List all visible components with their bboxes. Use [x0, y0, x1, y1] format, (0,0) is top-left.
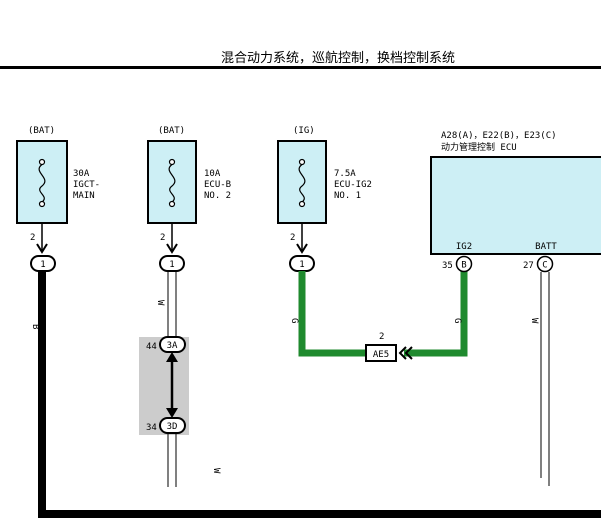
fuse-ecub-connector	[159, 255, 185, 272]
fuse-ecuig2-rating: 7.5A	[334, 169, 356, 179]
fuse-igct-main-symbol-icon	[38, 158, 46, 208]
wire-green-ecu-color: G	[452, 318, 462, 323]
fuse-ecub-name: ECU-B	[204, 180, 231, 190]
ecu-connector-c-label: C	[542, 261, 547, 271]
junction-connector-bottom	[159, 417, 186, 434]
wire-white-batt-color: W	[529, 318, 539, 324]
wire-black-main	[38, 271, 601, 518]
header-rule	[0, 66, 601, 69]
fuse-ecuig2-source: (IG)	[293, 126, 315, 136]
ecu-connector-b-label: B	[461, 261, 466, 271]
junction-pin-bottom: 34	[146, 423, 157, 433]
splice-connector	[365, 344, 397, 362]
fuse-ecuig2-name: ECU-IG2	[334, 180, 372, 190]
ecu-pin-batt: 27	[523, 261, 534, 271]
fuse-ecub-pin: 2	[160, 233, 165, 243]
fuse-igct-main-pin: 2	[30, 233, 35, 243]
fuse-igct-main-box	[16, 140, 68, 224]
junction-pin-top: 44	[146, 342, 157, 352]
splice-chevron-icon	[398, 346, 413, 360]
junction-connector-bottom-label: 3D	[167, 422, 178, 432]
splice-pin: 2	[379, 332, 384, 342]
wire-white-ecub	[167, 271, 177, 337]
fuse-ecub-rating: 10A	[204, 169, 221, 179]
fuse-ecub-name-2: NO. 2	[204, 191, 231, 201]
junction-connector-top	[159, 336, 186, 353]
splice-connector-label: AE5	[373, 350, 389, 360]
fuse-igct-main-connector-label: 1	[40, 260, 45, 270]
ecu-terminal-batt: BATT	[535, 242, 557, 252]
ecu-terminal-ig2: IG2	[456, 242, 472, 252]
ecu-connector-c	[536, 255, 554, 273]
ecu-connector-b	[455, 255, 473, 273]
wire-white-color: W	[155, 300, 165, 306]
ecu-box	[430, 156, 601, 255]
fuse-ecub-symbol-icon	[168, 158, 176, 208]
fuse-igct-main-name: IGCT-	[73, 180, 100, 190]
ecu-name: 动力管理控制 ECU	[441, 141, 517, 153]
ecu-pin-ig2: 35	[442, 261, 453, 271]
page-title: 混合动力系统，巡航控制，换档控制系统	[221, 50, 455, 66]
fuse-ecuig2-symbol-icon	[298, 158, 306, 208]
wire-green-ecu	[404, 271, 468, 357]
wire-black-color: B	[30, 324, 40, 329]
junction-connector-top-label: 3A	[167, 341, 178, 351]
fuse-igct-main-name-2: MAIN	[73, 191, 95, 201]
fuse-igct-main-source: (BAT)	[28, 126, 55, 136]
wire-white-batt	[540, 272, 550, 486]
wire-white-lower-color: W	[211, 468, 221, 474]
fuse-ecub-connector-label: 1	[169, 260, 174, 270]
fuse-ecuig2-connector-label: 1	[299, 260, 304, 270]
fuse-ecuig2-box	[277, 140, 327, 224]
fuse-ecuig2-name-2: NO. 1	[334, 191, 361, 201]
fuse-ecuig2-pin: 2	[290, 233, 295, 243]
fuse-igct-main-rating: 30A	[73, 169, 90, 179]
wire-green-ig2	[298, 271, 366, 357]
fuse-ecub-source: (BAT)	[158, 126, 185, 136]
fuse-ecub-box	[147, 140, 197, 224]
wire-white-lower	[167, 433, 177, 487]
wire-green-color: G	[289, 318, 299, 323]
ecu-connectors: A28(A)，E22(B)，E23(C)	[441, 131, 557, 141]
